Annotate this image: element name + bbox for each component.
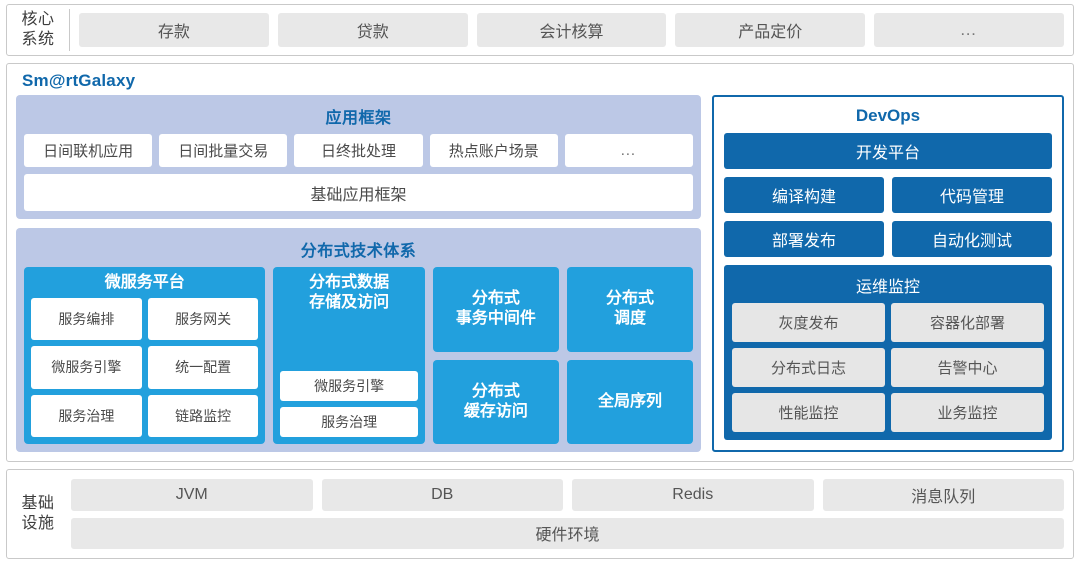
ms-item-microservice-engine[interactable]: 微服务引擎 <box>31 346 142 389</box>
distributed-transaction-middleware-box[interactable]: 分布式 事务中间件 <box>432 267 559 352</box>
distributed-tech-panel: 分布式技术体系 微服务平台 服务编排 服务网关 微服务引擎 统一配置 服务治理 <box>16 228 701 452</box>
distributed-transaction-middleware-line1: 分布式 <box>471 290 520 308</box>
app-scenario-daytime-online[interactable]: 日间联机应用 <box>24 134 153 167</box>
distributed-tech-title: 分布式技术体系 <box>300 243 417 260</box>
core-system-item-accounting[interactable]: 会计核算 <box>476 13 667 47</box>
distributed-data-storage-items: 微服务引擎 服务治理 <box>280 317 418 437</box>
infra-hardware-environment[interactable]: 硬件环境 <box>71 517 1064 549</box>
core-system-band: 核心 系统 存款 贷款 会计核算 产品定价 … <box>6 4 1074 56</box>
ops-monitoring-title: 运维监控 <box>855 279 920 296</box>
devops-tool-compile-build[interactable]: 编译构建 <box>724 177 884 213</box>
infrastructure-label-line1: 基础 <box>21 495 55 512</box>
core-system-item-loan[interactable]: 贷款 <box>277 13 468 47</box>
ops-item-business-monitoring[interactable]: 业务监控 <box>891 393 1044 432</box>
distributed-scheduling-box[interactable]: 分布式 调度 <box>566 267 694 352</box>
distributed-data-storage-title: 分布式数据 存储及访问 <box>280 267 417 317</box>
distributed-transaction-middleware-line2: 事务中间件 <box>455 310 536 328</box>
ops-item-containerized-deployment[interactable]: 容器化部署 <box>891 303 1044 342</box>
ops-item-distributed-logging[interactable]: 分布式日志 <box>732 348 885 387</box>
infrastructure-items: JVM DB Redis 消息队列 硬件环境 <box>69 470 1073 558</box>
ms-item-link-monitoring[interactable]: 链路监控 <box>147 394 259 437</box>
ops-item-gray-release[interactable]: 灰度发布 <box>732 303 885 342</box>
devops-development-platform[interactable]: 开发平台 <box>724 133 1052 169</box>
infrastructure-band: 基础 设施 JVM DB Redis 消息队列 硬件环境 <box>6 469 1074 559</box>
ops-monitoring-items: 灰度发布 容器化部署 分布式日志 告警中心 性能监控 业务监控 <box>732 303 1044 432</box>
global-sequence-line1: 全局序列 <box>597 392 662 410</box>
distributed-tech-grid: 微服务平台 服务编排 服务网关 微服务引擎 统一配置 服务治理 链路监控 <box>24 267 694 444</box>
ops-monitoring-panel: 运维监控 灰度发布 容器化部署 分布式日志 告警中心 性能监控 业务监控 <box>724 265 1052 440</box>
core-system-item-pricing[interactable]: 产品定价 <box>675 13 866 47</box>
distributed-data-storage-box[interactable]: 分布式数据 存储及访问 微服务引擎 服务治理 <box>273 267 425 444</box>
distributed-cache-access-line2: 缓存访问 <box>463 402 528 420</box>
infra-item-redis[interactable]: Redis <box>572 479 814 511</box>
core-system-label: 核心 系统 <box>7 5 69 55</box>
infrastructure-label-line2: 设施 <box>21 515 55 532</box>
app-scenario-eod-batch[interactable]: 日终批处理 <box>294 134 423 167</box>
ms-item-unified-config[interactable]: 统一配置 <box>147 346 259 389</box>
infra-item-jvm[interactable]: JVM <box>71 479 313 511</box>
infra-item-message-queue[interactable]: 消息队列 <box>822 479 1064 511</box>
platform-frame: Sm@rtGalaxy 应用框架 日间联机应用 日间批量交易 日终批处理 热点账… <box>6 63 1074 462</box>
distributed-cache-access-box[interactable]: 分布式 缓存访问 <box>432 359 559 444</box>
microservice-platform-title: 微服务平台 <box>104 274 185 291</box>
devops-tools-grid: 编译构建 代码管理 部署发布 自动化测试 <box>724 177 1052 257</box>
platform-brand-title: Sm@rtGalaxy <box>22 71 136 90</box>
global-sequence-box[interactable]: 全局序列 <box>566 359 694 444</box>
devops-tool-automated-testing[interactable]: 自动化测试 <box>892 221 1052 257</box>
devops-title: DevOps <box>855 106 921 125</box>
distributed-scheduling-line1: 分布式 <box>605 290 654 308</box>
app-scenario-daytime-batch[interactable]: 日间批量交易 <box>159 134 288 167</box>
application-framework-scenarios: 日间联机应用 日间批量交易 日终批处理 热点账户场景 … <box>24 134 694 167</box>
devops-tool-code-management[interactable]: 代码管理 <box>892 177 1052 213</box>
app-scenario-more[interactable]: … <box>564 134 694 167</box>
platform-left-column: 应用框架 日间联机应用 日间批量交易 日终批处理 热点账户场景 … 基础应用框架… <box>16 95 701 452</box>
infrastructure-label: 基础 设施 <box>7 470 69 558</box>
distributed-scheduling-line2: 调度 <box>613 310 646 328</box>
distributed-column-four: 分布式 调度 全局序列 <box>566 267 694 444</box>
microservice-platform-box[interactable]: 微服务平台 服务编排 服务网关 微服务引擎 统一配置 服务治理 链路监控 <box>24 267 266 444</box>
distributed-data-storage-title-line2: 存储及访问 <box>309 293 390 311</box>
microservice-platform-items: 服务编排 服务网关 微服务引擎 统一配置 服务治理 链路监控 <box>31 297 259 437</box>
ops-item-alert-center[interactable]: 告警中心 <box>891 348 1044 387</box>
dd-item-service-governance[interactable]: 服务治理 <box>280 407 418 437</box>
app-base-framework[interactable]: 基础应用框架 <box>24 174 693 211</box>
application-framework-title: 应用框架 <box>325 110 392 127</box>
ops-item-performance-monitoring[interactable]: 性能监控 <box>732 393 885 432</box>
application-framework-panel: 应用框架 日间联机应用 日间批量交易 日终批处理 热点账户场景 … 基础应用框架 <box>16 95 701 219</box>
distributed-column-three: 分布式 事务中间件 分布式 缓存访问 <box>432 267 559 444</box>
ms-item-service-orchestration[interactable]: 服务编排 <box>31 297 142 340</box>
infrastructure-row: JVM DB Redis 消息队列 <box>71 479 1064 511</box>
core-system-label-line1: 核心 <box>21 11 55 28</box>
core-system-item-more[interactable]: … <box>874 13 1064 47</box>
distributed-cache-access-line1: 分布式 <box>471 382 520 400</box>
dd-item-microservice-engine[interactable]: 微服务引擎 <box>280 371 418 401</box>
devops-tool-deploy-release[interactable]: 部署发布 <box>724 221 884 257</box>
devops-panel: DevOps 开发平台 编译构建 代码管理 部署发布 自动化测试 运维监控 灰度… <box>712 95 1064 452</box>
distributed-data-storage-title-line1: 分布式数据 <box>309 274 390 291</box>
core-system-item-deposit[interactable]: 存款 <box>79 13 269 47</box>
core-system-divider <box>69 9 70 51</box>
core-system-items: 存款 贷款 会计核算 产品定价 … <box>70 5 1073 55</box>
platform-columns: 应用框架 日间联机应用 日间批量交易 日终批处理 热点账户场景 … 基础应用框架… <box>16 95 1064 452</box>
app-scenario-hot-account[interactable]: 热点账户场景 <box>429 134 558 167</box>
ms-item-service-governance[interactable]: 服务治理 <box>31 394 142 437</box>
infra-item-db[interactable]: DB <box>321 479 563 511</box>
core-system-label-line2: 系统 <box>21 31 55 48</box>
ms-item-service-gateway[interactable]: 服务网关 <box>147 297 259 340</box>
